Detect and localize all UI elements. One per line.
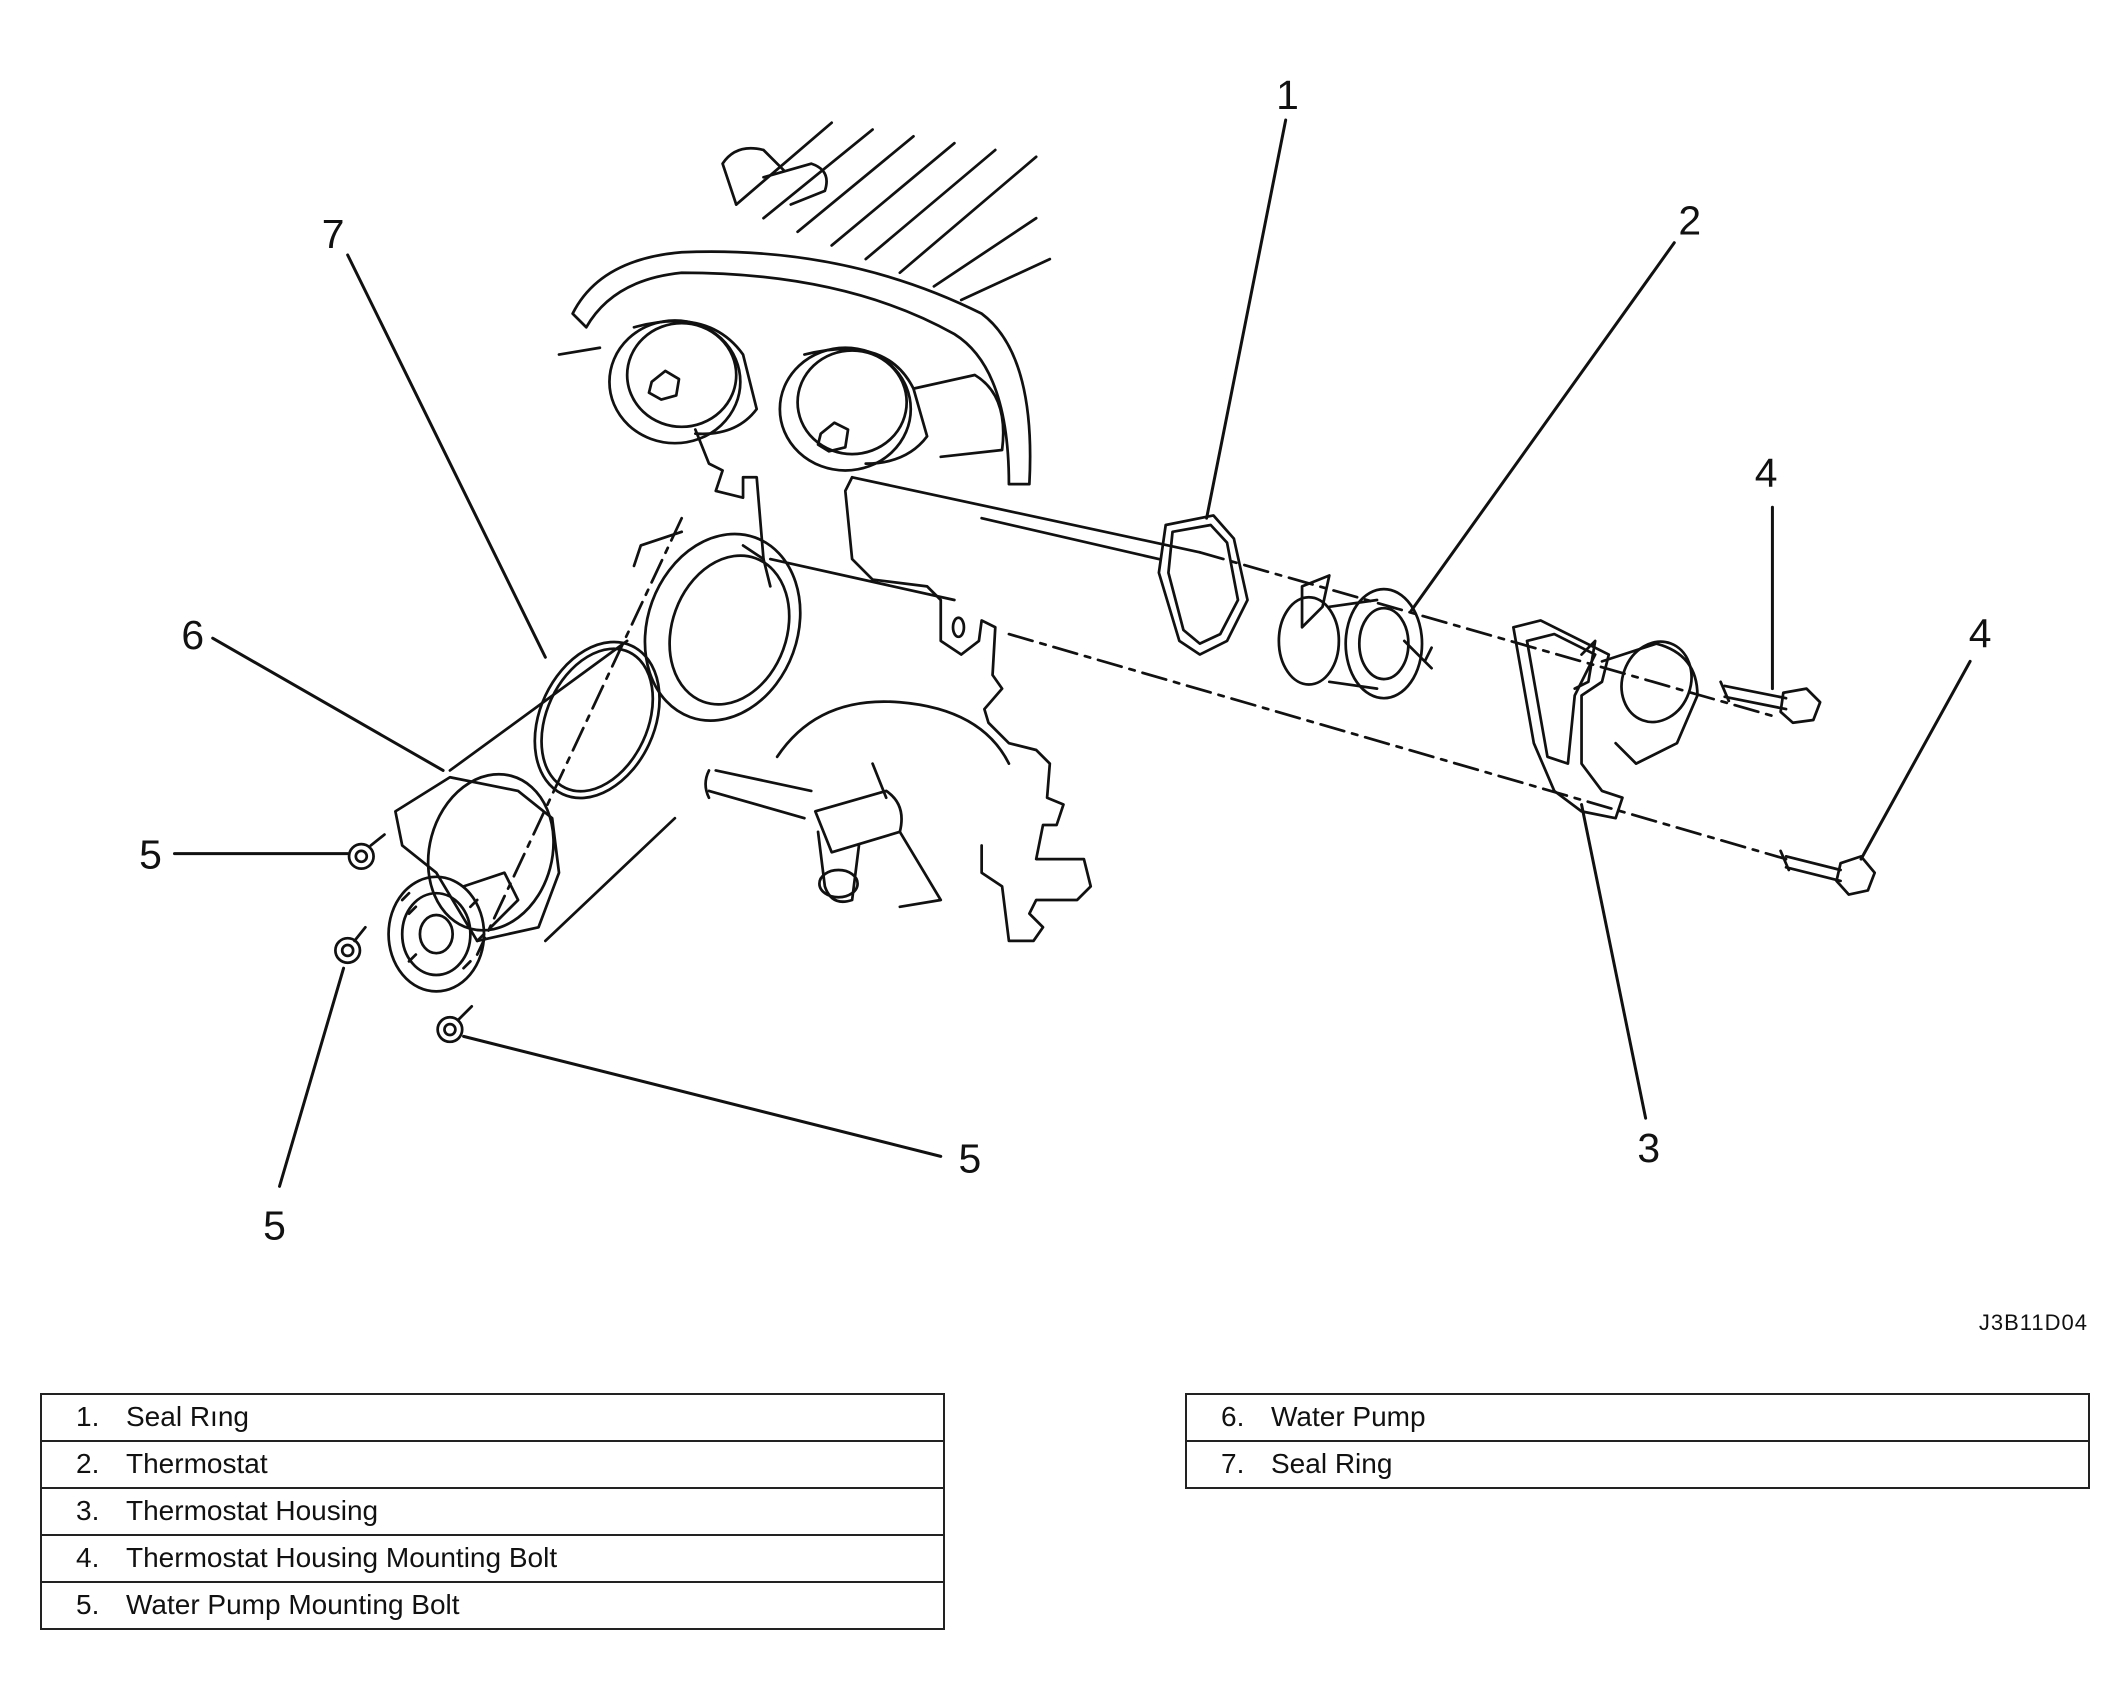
legend-text: Water Pump Mounting Bolt xyxy=(126,1589,460,1620)
callout-3: 3 xyxy=(1637,1125,1660,1171)
water-pump-bolts xyxy=(334,833,474,1044)
callout-5-center: 5 xyxy=(958,1136,981,1182)
water-pump-housing xyxy=(632,530,802,722)
callout-labels: 1 2 3 4 4 5 5 5 6 7 xyxy=(139,72,1991,1248)
callout-7: 7 xyxy=(322,211,345,257)
thermostat-2 xyxy=(1277,574,1433,700)
legend-number: 5. xyxy=(76,1589,100,1620)
legend-number: 6. xyxy=(1221,1401,1245,1432)
legend-row: 5. Water Pump Mounting Bolt xyxy=(40,1581,945,1630)
leader-lines xyxy=(173,118,1972,1188)
seal-ring-7 xyxy=(533,640,661,800)
legend-text: Water Pump xyxy=(1271,1401,1426,1432)
legend-text: Seal Rıng xyxy=(126,1401,249,1432)
callout-5-left: 5 xyxy=(139,832,162,878)
callout-6: 6 xyxy=(181,612,204,658)
legend-row: 1. Seal Rıng xyxy=(40,1393,945,1442)
legend-table-left: 1. Seal Rıng 2. Thermostat 3. Thermostat Ho… xyxy=(40,1393,945,1630)
legend-number: 7. xyxy=(1221,1448,1245,1479)
legend-row: 6. Water Pump xyxy=(1185,1393,2090,1442)
legend-text: Thermostat Housing xyxy=(126,1495,379,1526)
callout-2: 2 xyxy=(1678,198,1701,244)
callout-5-bottom: 5 xyxy=(263,1203,286,1249)
legend-text: Seal Ring xyxy=(1271,1448,1393,1479)
legend-text: Thermostat xyxy=(126,1448,268,1479)
engine-block-outline xyxy=(475,121,1788,956)
legend-number: 4. xyxy=(76,1542,100,1573)
legend-text: Thermostat Housing Mounting Bolt xyxy=(126,1542,558,1573)
seal-ring-1-gasket xyxy=(1157,514,1249,656)
legend-row: 7. Seal Ring xyxy=(1185,1440,2090,1489)
legend-row: 3. Thermostat Housing xyxy=(40,1487,945,1536)
legend-row: 4. Thermostat Housing Mounting Bolt xyxy=(40,1534,945,1583)
callout-4-upper: 4 xyxy=(1755,450,1778,496)
legend-row: 2. Thermostat xyxy=(40,1440,945,1489)
thermostat-housing-3 xyxy=(1512,619,1699,820)
figure-code: J3B11D04 xyxy=(1978,1310,2088,1335)
water-pump-6 xyxy=(387,639,677,993)
legend-number: 2. xyxy=(76,1448,100,1479)
callout-4-right: 4 xyxy=(1969,611,1992,657)
legend-number: 3. xyxy=(76,1495,100,1526)
legend-number: 1. xyxy=(76,1401,100,1432)
thermostat-housing-bolts xyxy=(1719,680,1877,896)
legend-table-right: 6. Water Pump 7. Seal Ring xyxy=(1185,1393,2090,1489)
callout-1: 1 xyxy=(1276,72,1299,118)
